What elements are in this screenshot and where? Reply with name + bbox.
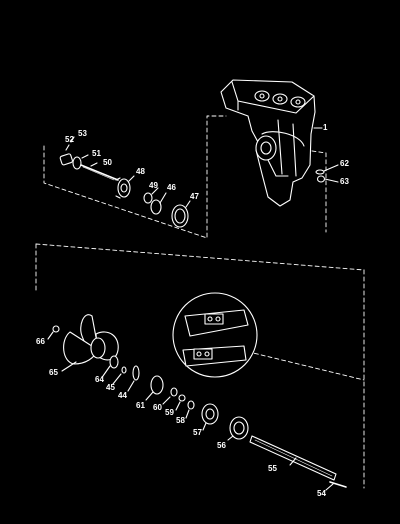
callout-1: 1 (323, 123, 328, 132)
callout-61: 61 (136, 401, 145, 410)
callout-48: 48 (136, 167, 145, 176)
callout-56: 56 (217, 441, 226, 450)
callout-59: 59 (165, 408, 174, 417)
callout-66: 66 (36, 337, 45, 346)
detail-magnifier (172, 292, 258, 378)
lower-shaft-parts (102, 355, 249, 441)
propeller-shaft-55 (249, 435, 347, 491)
callout-47: 47 (190, 192, 199, 201)
callout-52: 52 (65, 135, 74, 144)
gear-housing-part-1 (220, 79, 323, 207)
callout-50: 50 (103, 158, 112, 167)
callout-55: 55 (268, 464, 277, 473)
drain-screw-62-63 (315, 164, 339, 183)
callout-64: 64 (95, 375, 104, 384)
callout-51: 51 (92, 149, 101, 158)
callout-44: 44 (118, 391, 127, 400)
callout-49: 49 (149, 181, 158, 190)
propeller-part-65 (47, 314, 119, 372)
callout-65: 65 (49, 368, 58, 377)
callout-62: 62 (340, 159, 349, 168)
callout-53: 53 (78, 129, 87, 138)
callout-45: 45 (106, 383, 115, 392)
callout-60: 60 (153, 403, 162, 412)
pinion-and-bearing-parts (115, 175, 191, 228)
callout-58: 58 (176, 416, 185, 425)
upper-shaft-parts (59, 136, 119, 181)
callout-57: 57 (193, 428, 202, 437)
callout-46: 46 (167, 183, 176, 192)
callout-63: 63 (340, 177, 349, 186)
callout-54: 54 (317, 489, 326, 498)
